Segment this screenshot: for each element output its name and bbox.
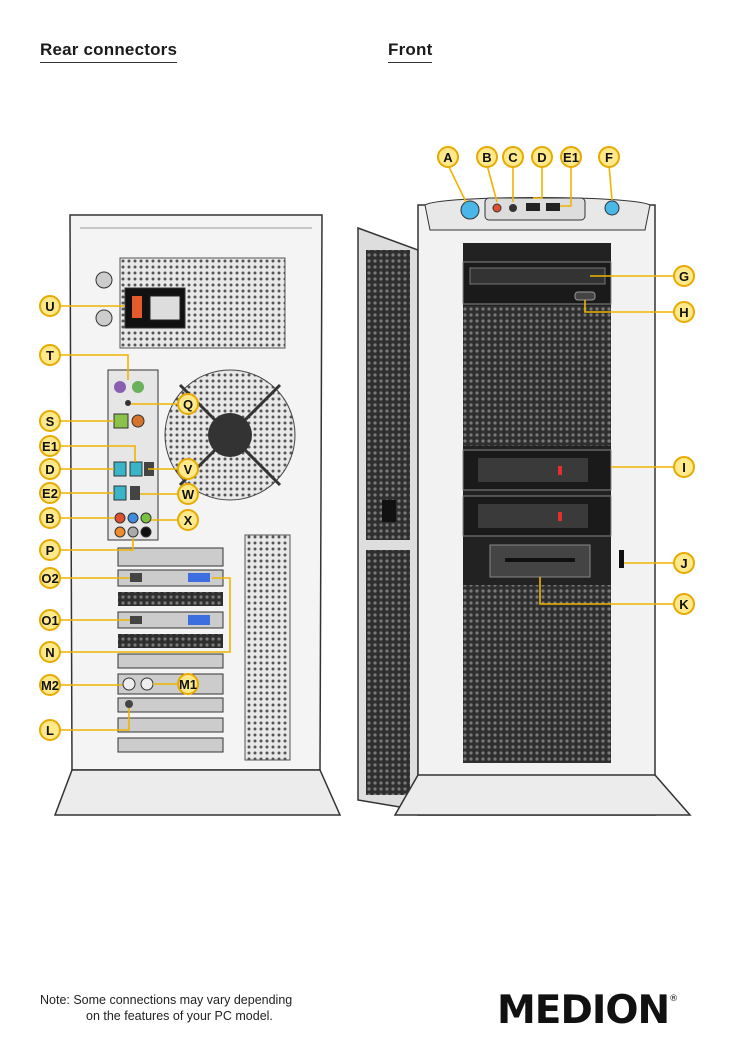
note-text: Note: Some connections may vary dependin… [40, 992, 292, 1024]
spdif-coax-port [132, 415, 144, 427]
rear-label-o1: O1 [40, 610, 60, 630]
front-label-text: F [605, 150, 613, 165]
front-label-text: E1 [563, 150, 579, 165]
power-switch [132, 296, 142, 318]
side-vent [245, 535, 290, 760]
rear-label-text: P [46, 543, 55, 558]
front-label-text: H [679, 305, 688, 320]
front-label-c: C [503, 147, 523, 167]
front-label-a: A [438, 147, 458, 167]
rear-label-x: X [178, 510, 198, 530]
front-label-h: H [674, 302, 694, 322]
front-label-text: C [508, 150, 518, 165]
front-label-text: J [680, 556, 687, 571]
rear-label-text: S [46, 414, 55, 429]
rear-label-text: E2 [42, 486, 58, 501]
front-label-g: G [674, 266, 694, 286]
rear-label-text: M1 [179, 677, 197, 692]
rear-label-e1: E1 [40, 436, 60, 456]
rear-label-text: D [45, 462, 54, 477]
front-label-d: D [532, 147, 552, 167]
rear-label-t: T [40, 345, 60, 365]
rear-label-text: O2 [41, 571, 58, 586]
rear-label-q: Q [178, 394, 198, 414]
rear-label-text: W [182, 487, 195, 502]
rear-label-o2: O2 [40, 568, 60, 588]
rear-label-p: P [40, 540, 60, 560]
rear-label-text: O1 [41, 613, 58, 628]
ps2-keyboard-port [114, 381, 126, 393]
front-label-f: F [599, 147, 619, 167]
rear-label-u: U [40, 296, 60, 316]
rear-label-text: E1 [42, 439, 58, 454]
rear-foot [55, 770, 340, 815]
front-label-j: J [674, 553, 694, 573]
front-label-text: B [482, 150, 491, 165]
front-label-text: K [679, 597, 689, 612]
rear-label-w: W [178, 484, 198, 504]
front-label-i: I [674, 457, 694, 477]
rear-label-m2: M2 [40, 675, 60, 695]
rear-label-text: U [45, 299, 54, 314]
rear-label-text: B [45, 511, 54, 526]
rear-label-d: D [40, 459, 60, 479]
front-label-text: G [679, 269, 689, 284]
reset-button [605, 201, 619, 215]
power-button [461, 201, 479, 219]
front-case [358, 198, 690, 816]
rear-label-text: M2 [41, 678, 59, 693]
rear-label-v: V [178, 459, 198, 479]
rear-label-l: L [40, 720, 60, 740]
rear-label-m1: M1 [178, 674, 198, 694]
rear-label-text: V [184, 462, 193, 477]
front-label-text: I [682, 460, 686, 475]
rear-label-b: B [40, 508, 60, 528]
rear-label-text: Q [183, 397, 193, 412]
rear-label-s: S [40, 411, 60, 431]
spdif-optical-port [114, 414, 128, 428]
rear-label-text: L [46, 723, 54, 738]
medion-logo: MEDION® [497, 988, 677, 1033]
rear-label-n: N [40, 642, 60, 662]
front-label-text: D [537, 150, 546, 165]
front-label-text: A [443, 150, 453, 165]
ps2-mouse-port [132, 381, 144, 393]
front-label-b: B [477, 147, 497, 167]
rear-label-e2: E2 [40, 483, 60, 503]
front-label-e1: E1 [561, 147, 581, 167]
rear-label-text: T [46, 348, 54, 363]
front-foot [395, 775, 690, 815]
rear-label-text: N [45, 645, 54, 660]
rear-label-text: X [184, 513, 193, 528]
front-label-k: K [674, 594, 694, 614]
